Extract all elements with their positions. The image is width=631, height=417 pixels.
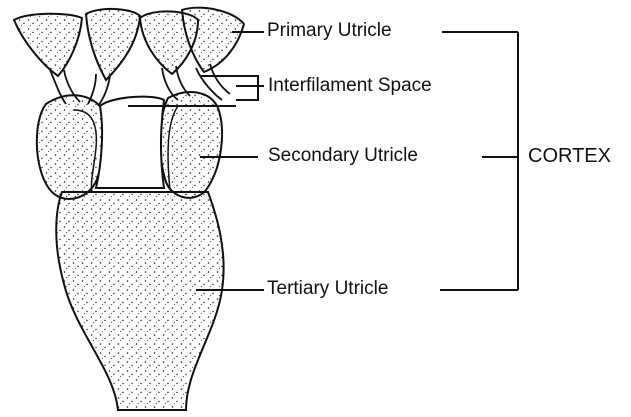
primary-utricle-2	[86, 9, 140, 80]
primary-utricle-4	[182, 8, 244, 72]
tertiary-utricle-shape	[56, 192, 223, 410]
label-secondary-utricle: Secondary Utricle	[268, 146, 418, 166]
label-primary-utricle: Primary Utricle	[267, 21, 392, 41]
label-tertiary-utricle: Tertiary Utricle	[267, 279, 388, 299]
label-cortex: CORTEX	[528, 146, 611, 166]
label-interfilament-space: Interfilament Space	[268, 76, 432, 96]
interfilament-space-shape	[96, 97, 164, 188]
primary-utricle-1	[14, 14, 82, 76]
